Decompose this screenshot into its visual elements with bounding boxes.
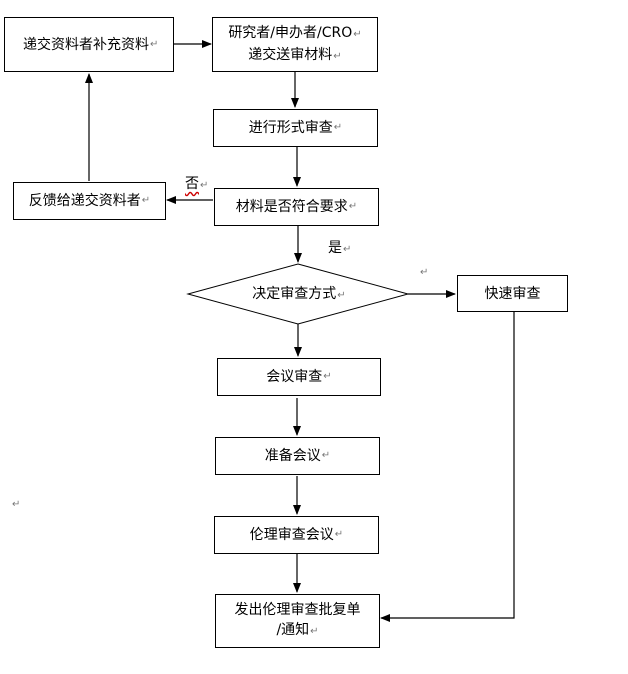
node-issue-approval: 发出伦理审查批复单 /通知↵: [215, 594, 380, 648]
node-prepare-meeting-label: 准备会议: [264, 448, 321, 464]
node-decide-method: 决定审查方式↵: [252, 286, 346, 302]
node-resubmit-materials: 递交资料者补充资料↵: [4, 17, 174, 72]
node-formal-review: 进行形式审查↵: [213, 109, 378, 147]
node-decide-label: 决定审查方式: [252, 286, 337, 302]
node-feedback-label: 反馈给递交资料者: [28, 193, 141, 209]
node-meeting-review-label: 会议审查: [266, 369, 323, 385]
edge-label-no: 否↵: [185, 176, 209, 192]
node-formal-review-label: 进行形式审查: [248, 120, 333, 136]
edge-label-yes: 是↵: [328, 240, 352, 256]
node-issue-label-2: /通知: [276, 622, 310, 638]
node-prepare-meeting: 准备会议↵: [215, 437, 380, 475]
node-issue-label-1: 发出伦理审查批复单: [234, 602, 361, 618]
node-submit-materials: 研究者/申办者/CRO↵ 递交送审材料↵: [212, 17, 378, 72]
node-submit-label-1: 研究者/申办者/CRO: [228, 24, 353, 41]
node-resubmit-label: 递交资料者补充资料: [23, 36, 149, 53]
node-expedited-label: 快速审查: [484, 285, 541, 302]
node-ethics-meeting-label: 伦理审查会议: [249, 527, 334, 543]
node-meeting-review: 会议审查↵: [217, 358, 381, 396]
paragraph-mark: ↵: [12, 499, 21, 510]
node-expedited-review: 快速审查: [457, 275, 568, 312]
node-requirements-check: 材料是否符合要求↵: [214, 188, 379, 226]
node-requirements-label: 材料是否符合要求: [235, 199, 348, 215]
arrow-expedited-to-issue: [380, 312, 515, 622]
node-feedback: 反馈给递交资料者↵: [13, 182, 166, 220]
node-ethics-meeting: 伦理审查会议↵: [214, 516, 379, 554]
paragraph-mark: ↵: [420, 267, 429, 278]
node-submit-label-2: 递交送审材料: [248, 46, 333, 63]
